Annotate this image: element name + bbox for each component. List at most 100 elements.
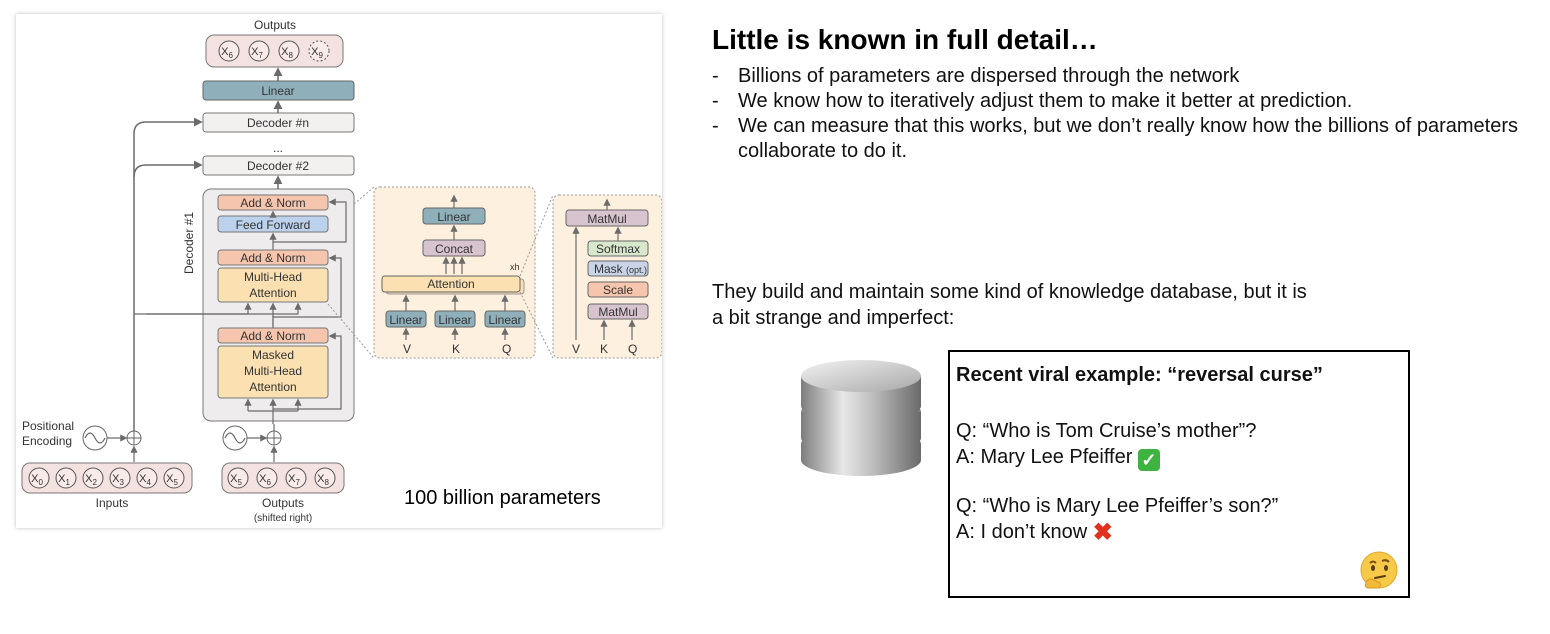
token-base: X xyxy=(221,46,229,58)
token-label: X6 xyxy=(221,46,233,60)
token-label: X2 xyxy=(85,473,97,487)
token-label: X3 xyxy=(112,473,124,487)
linear-label: Linear xyxy=(261,84,294,98)
mha-linear-k-label: Linear xyxy=(438,313,471,327)
token-label: X7 xyxy=(251,46,263,60)
mha-line-1: Multi-Head xyxy=(244,270,302,284)
token-base: X xyxy=(311,46,319,58)
token-circle xyxy=(163,467,185,489)
mha-detail-attention-label: Attention xyxy=(427,277,474,291)
mha-detail-concat-label: Concat xyxy=(435,242,474,256)
token-base: X xyxy=(58,473,66,485)
token-subscript: 6 xyxy=(266,478,271,487)
bullet-marker: - xyxy=(712,115,719,137)
token-subscript: 7 xyxy=(295,478,300,487)
database-icon xyxy=(801,360,921,476)
token-base: X xyxy=(251,46,259,58)
attn-matmul-bottom-label: MatMul xyxy=(598,305,637,319)
token-label: X8 xyxy=(317,473,329,487)
token-subscript: 9 xyxy=(318,51,323,60)
token-subscript: 6 xyxy=(228,51,233,60)
output-tokens-box xyxy=(205,34,344,68)
token-base: X xyxy=(112,473,120,485)
decoder-2-block xyxy=(202,155,355,176)
attn-matmul-top-label: MatMul xyxy=(587,212,626,226)
check-mark-icon: ✓ xyxy=(1137,449,1160,471)
decoder-2-label: Decoder #2 xyxy=(247,159,309,173)
token-subscript: 5 xyxy=(173,478,178,487)
attn-v-label: V xyxy=(572,342,580,356)
thinking-face-icon xyxy=(1360,551,1398,589)
example-q2: Q: “Who is Mary Lee Pfeiffer’s son?” xyxy=(956,495,1279,517)
token-subscript: 1 xyxy=(65,478,70,487)
add-norm-top xyxy=(217,194,329,211)
shifted-tokens-box xyxy=(221,462,345,494)
token-circle xyxy=(227,467,249,489)
mha-linear-v-label: Linear xyxy=(389,313,422,327)
add-norm-top-label: Add & Norm xyxy=(240,196,305,210)
inputs-label: Inputs xyxy=(96,496,129,510)
token-subscript: 0 xyxy=(38,478,43,487)
mha-linear-q-label: Linear xyxy=(488,313,521,327)
token-subscript: 5 xyxy=(237,478,242,487)
bullet-item: -We know how to iteratively adjust them … xyxy=(712,89,1542,114)
pos-enc-line-1: Positional xyxy=(22,419,74,433)
example-q1: Q: “Who is Tom Cruise’s mother”? xyxy=(956,420,1257,442)
bullet-item: -We can measure that this works, but we … xyxy=(712,114,1542,164)
token-circle xyxy=(55,467,77,489)
token-subscript: 4 xyxy=(146,478,151,487)
token-base: X xyxy=(139,473,147,485)
mha-q-label: Q xyxy=(502,342,511,356)
example-title: Recent viral example: “reversal curse” xyxy=(956,364,1323,386)
token-circle xyxy=(314,467,336,489)
add-norm-bottom-label: Add & Norm xyxy=(240,329,305,343)
token-subscript: 8 xyxy=(324,478,329,487)
token-base: X xyxy=(31,473,39,485)
token-label: X4 xyxy=(139,473,151,487)
bullet-marker: - xyxy=(712,65,719,87)
token-circle xyxy=(285,467,307,489)
token-circle xyxy=(136,467,158,489)
token-circle xyxy=(308,40,330,62)
masked-line-1: Masked xyxy=(252,348,294,362)
token-subscript: 7 xyxy=(258,51,263,60)
bullet-marker: - xyxy=(712,90,719,112)
attn-k-label: K xyxy=(600,342,608,356)
example-a1-line: A: Mary Lee Pfeiffer ✓ xyxy=(956,444,1402,471)
token-label: X5 xyxy=(230,473,242,487)
bullet-text: We can measure that this works, but we d… xyxy=(738,115,1518,162)
intro-text: They build and maintain some kind of kno… xyxy=(712,281,1307,329)
token-circle xyxy=(218,40,240,62)
bullet-item: -Billions of parameters are dispersed th… xyxy=(712,64,1542,89)
token-circle xyxy=(248,40,270,62)
bullet-list: -Billions of parameters are dispersed th… xyxy=(712,64,1542,164)
mha-detail-attention xyxy=(381,275,521,293)
decoder-1-label: Decoder #1 xyxy=(182,212,196,274)
example-a1: A: Mary Lee Pfeiffer xyxy=(956,446,1133,468)
attn-matmul-bottom xyxy=(587,303,649,320)
token-base: X xyxy=(230,473,238,485)
attn-q-label: Q xyxy=(628,342,637,356)
token-label: X0 xyxy=(31,473,43,487)
attn-scale xyxy=(587,281,649,298)
shifted-outputs-label: Outputs xyxy=(262,496,304,510)
token-subscript: 3 xyxy=(119,478,124,487)
example-a2: A: I don’t know xyxy=(956,521,1088,543)
token-label: X9 xyxy=(311,46,323,60)
decoder-n-label: Decoder #n xyxy=(247,116,309,130)
token-subscript: 8 xyxy=(288,51,293,60)
reversal-curse-example: Recent viral example: “reversal curse” Q… xyxy=(948,350,1410,598)
params-caption: 100 billion parameters xyxy=(404,487,601,509)
token-subscript: 2 xyxy=(92,478,97,487)
masked-line-3: Attention xyxy=(249,380,296,394)
token-circle xyxy=(109,467,131,489)
token-circle xyxy=(278,40,300,62)
feed-forward-label: Feed Forward xyxy=(236,218,311,232)
token-label: X1 xyxy=(58,473,70,487)
token-base: X xyxy=(288,473,296,485)
mha-heads-label: xh xyxy=(510,262,520,272)
